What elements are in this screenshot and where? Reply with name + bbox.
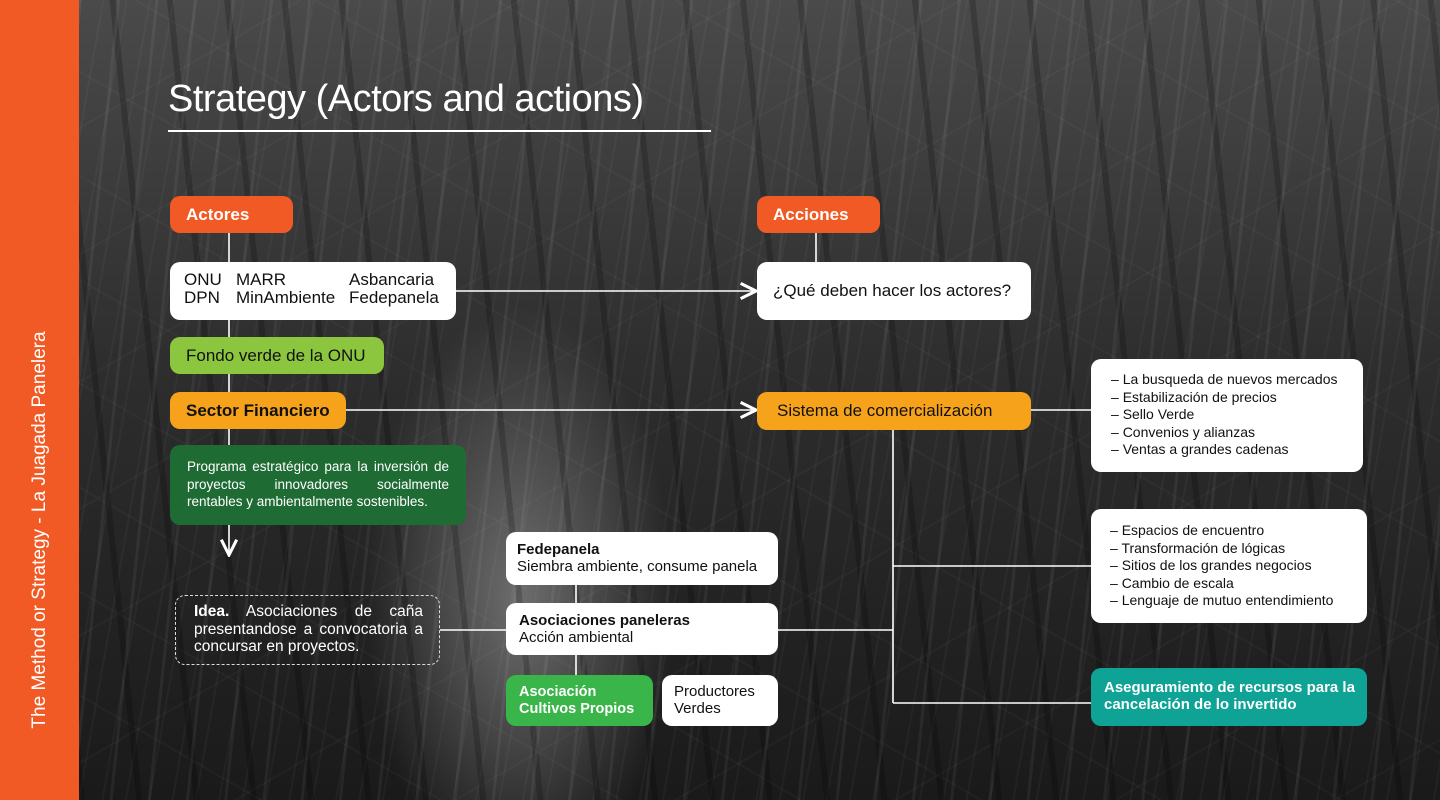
asociaciones-subtitle: Acción ambiental — [519, 629, 778, 646]
list-item: Estabilización de precios — [1111, 389, 1363, 407]
list-item: Convenios y alianzas — [1111, 424, 1363, 442]
actors-list: ONU MARR Asbancaria DPN MinAmbiente Fede… — [170, 262, 456, 320]
fedepanela-subtitle: Siembra ambiente, consume panela — [517, 558, 778, 575]
actors-list-row: ONU MARR Asbancaria — [184, 271, 456, 289]
actores-header: Actores — [170, 196, 293, 233]
productores-verdes-box: Productores Verdes — [662, 675, 778, 726]
title-underline — [168, 130, 711, 132]
actor-minambiente: MinAmbiente — [236, 289, 349, 307]
page-title: Strategy (Actors and actions) — [168, 78, 644, 121]
acciones-header: Acciones — [757, 196, 880, 233]
list-item: Transformación de lógicas — [1110, 540, 1367, 558]
idea-box: Idea. Asociaciones de caña presentandose… — [175, 595, 440, 665]
list-item: Ventas a grandes cadenas — [1111, 441, 1363, 459]
idea-lead: Idea. — [194, 603, 229, 620]
fondo-verde-box: Fondo verde de la ONU — [170, 337, 384, 374]
aseguramiento-recursos-box: Aseguramiento de recursos para la cancel… — [1091, 668, 1367, 726]
question-box: ¿Qué deben hacer los actores? — [757, 262, 1031, 320]
list-item: Espacios de encuentro — [1110, 522, 1367, 540]
list-item: Lenguaje de mutuo entendimiento — [1110, 592, 1367, 610]
cultivos-propios-box: Asociación Cultivos Propios — [506, 675, 653, 726]
idea-text: Asociaciones de caña presentandose a con… — [194, 603, 423, 655]
list-item: Cambio de escala — [1110, 575, 1367, 593]
list-item: Sello Verde — [1111, 406, 1363, 424]
markets-list-box: La busqueda de nuevos mercados Estabiliz… — [1091, 359, 1363, 472]
sidebar-label: The Method or Strategy - La Juagada Pane… — [29, 331, 51, 728]
actor-dpn: DPN — [184, 289, 236, 307]
asociaciones-title: Asociaciones paneleras — [519, 612, 778, 629]
actor-fedepanela: Fedepanela — [349, 289, 439, 307]
actor-asbancaria: Asbancaria — [349, 271, 434, 289]
sidebar: The Method or Strategy - La Juagada Pane… — [0, 0, 79, 800]
spaces-list-box: Espacios de encuentro Transformación de … — [1091, 509, 1367, 623]
fedepanela-title: Fedepanela — [517, 541, 778, 558]
list-item: Sitios de los grandes negocios — [1110, 557, 1367, 575]
markets-list: La busqueda de nuevos mercados Estabiliz… — [1111, 371, 1363, 459]
actors-list-row: DPN MinAmbiente Fedepanela — [184, 289, 456, 307]
actor-onu: ONU — [184, 271, 236, 289]
actor-marr: MARR — [236, 271, 349, 289]
sector-financiero-box: Sector Financiero — [170, 392, 346, 429]
programa-estrategico-box: Programa estratégico para la inversión d… — [170, 445, 466, 525]
asociaciones-box: Asociaciones paneleras Acción ambiental — [506, 603, 778, 655]
spaces-list: Espacios de encuentro Transformación de … — [1110, 522, 1367, 610]
sistema-comercializacion-box: Sistema de comercialización — [757, 392, 1031, 430]
list-item: La busqueda de nuevos mercados — [1111, 371, 1363, 389]
fedepanela-box: Fedepanela Siembra ambiente, consume pan… — [506, 532, 778, 585]
